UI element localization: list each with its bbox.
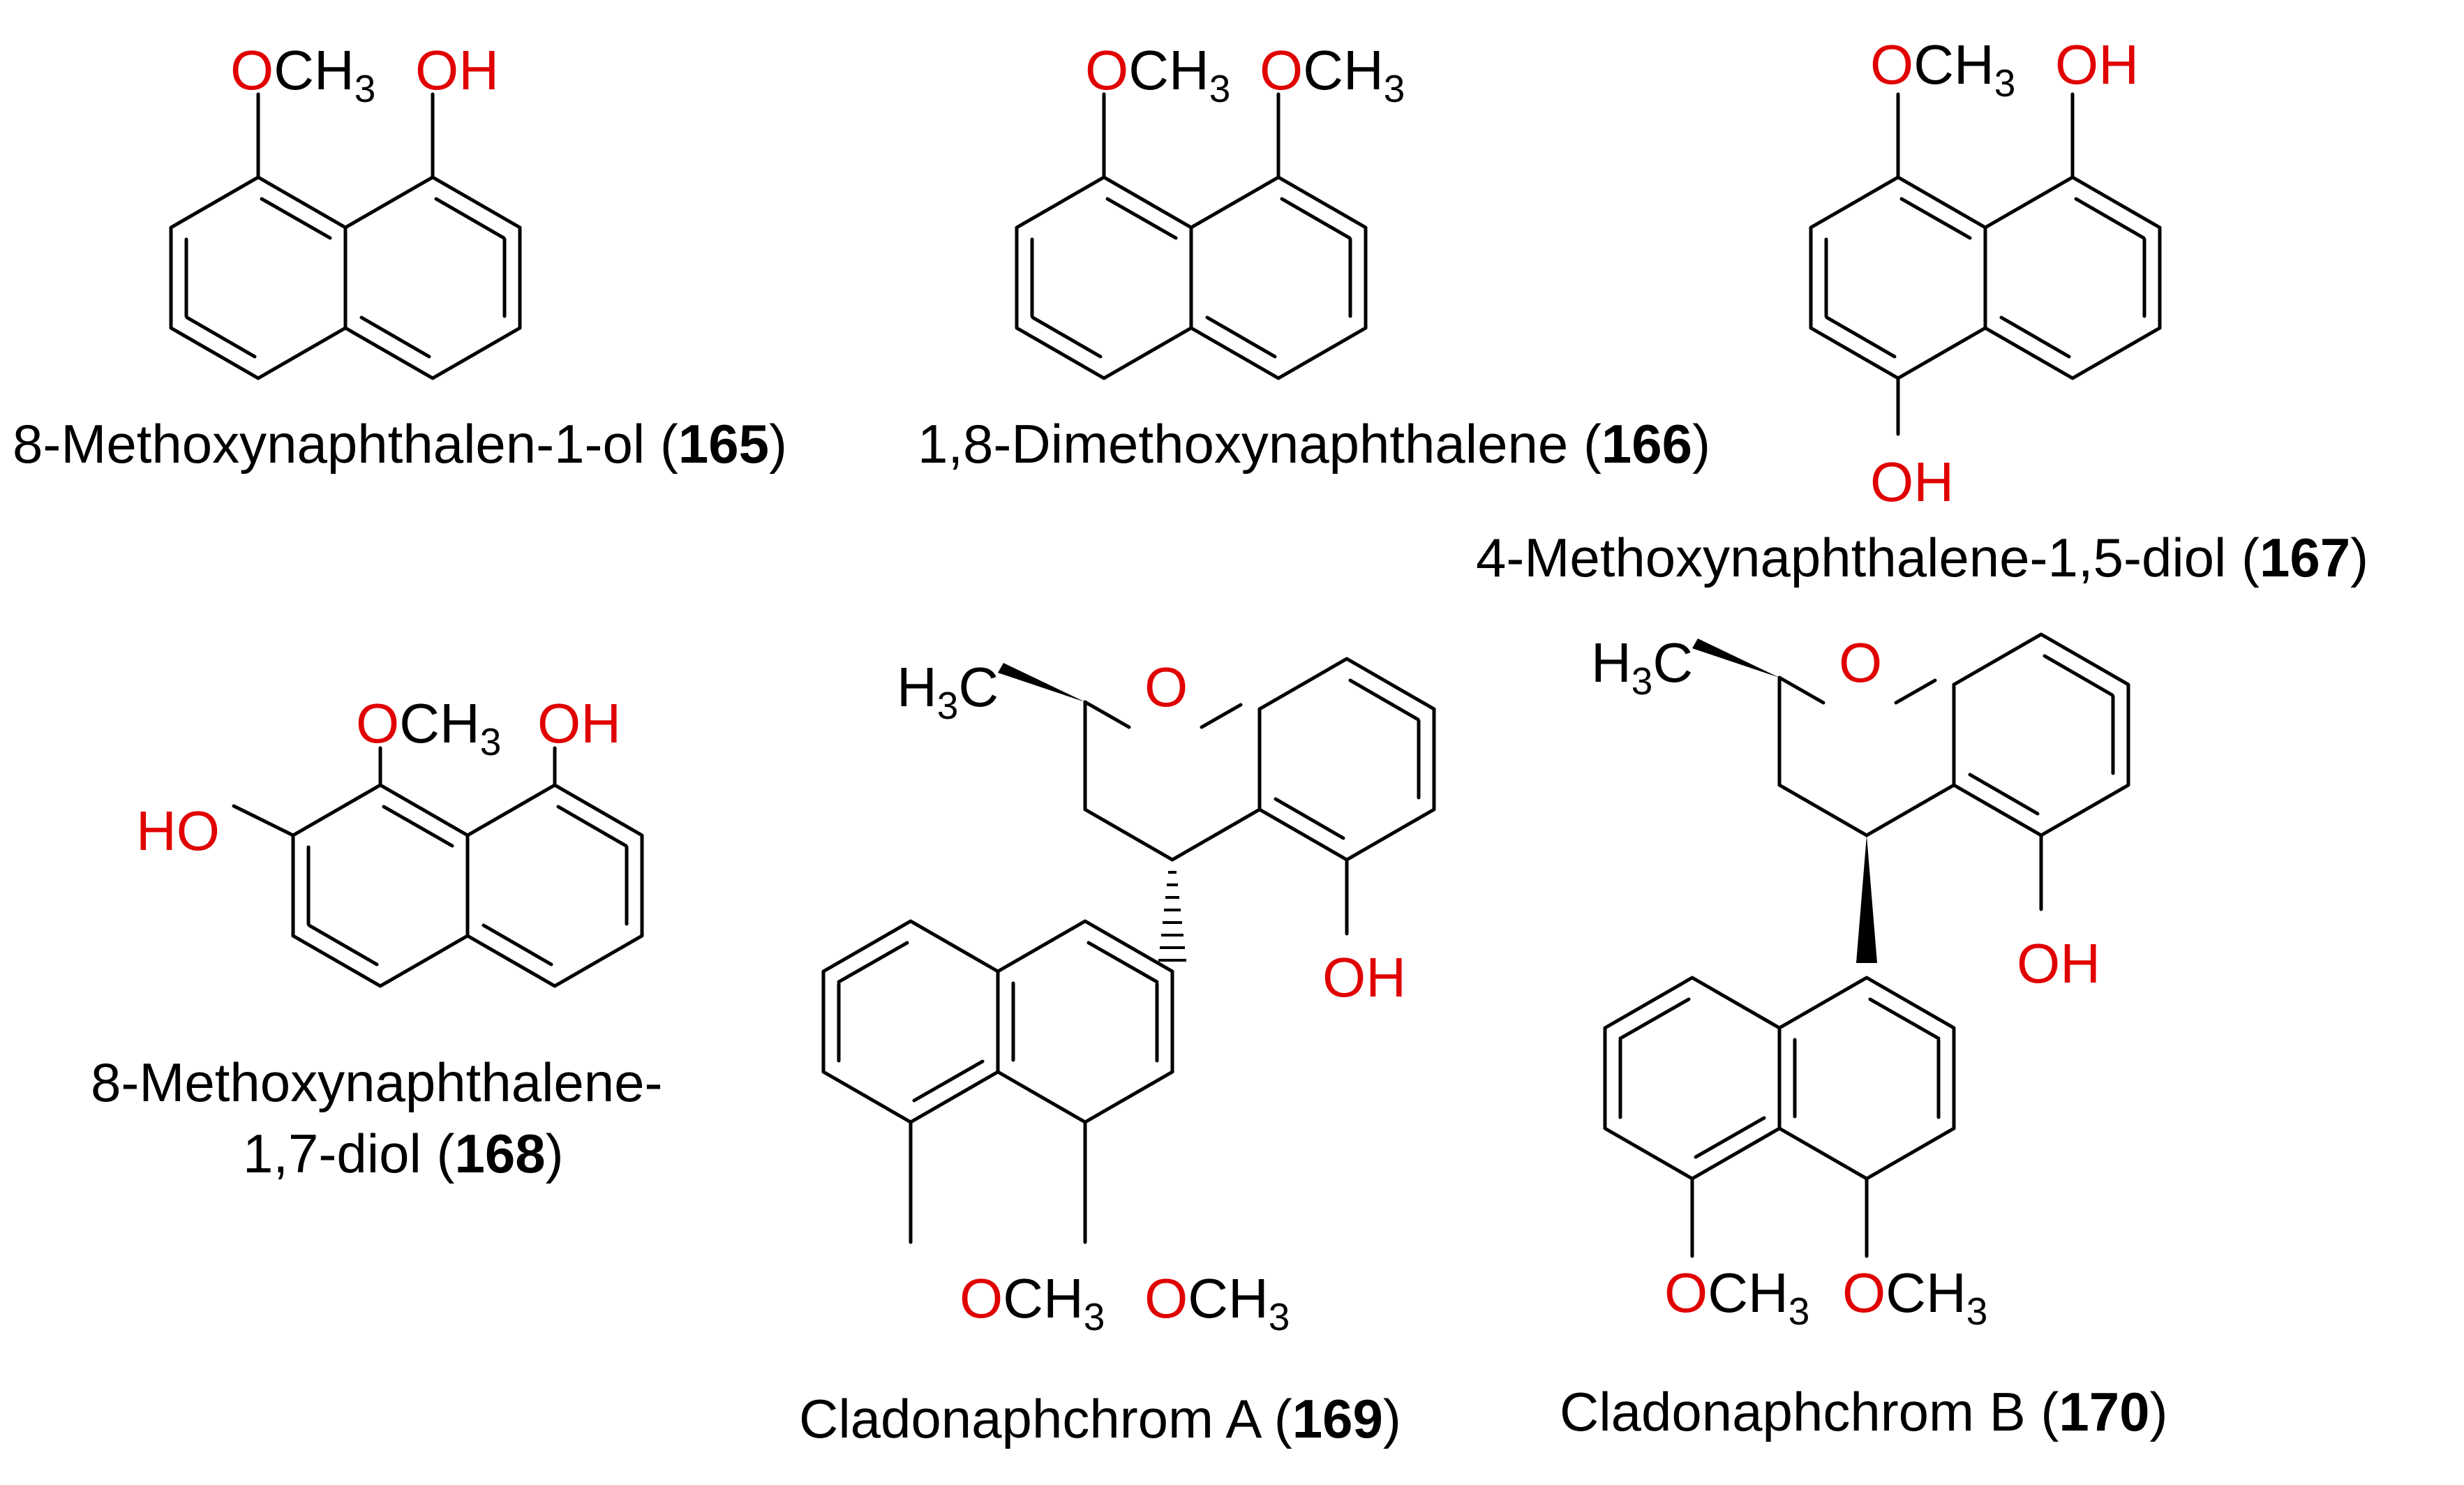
- hydroxy-label: OH: [415, 39, 499, 101]
- naphthalene-ring: [1809, 92, 2162, 436]
- methoxy-label-1: OCH3: [1085, 39, 1230, 110]
- structure-166: OCH3 OCH3 1,8-Dimethoxynaphthalene (166): [918, 39, 1710, 475]
- structure-165: OCH3 OH 8-Methoxynaphthalen-1-ol (165): [13, 39, 787, 475]
- caption-167: 4-Methoxynaphthalene-1,5-diol (167): [1476, 527, 2368, 588]
- caption-170: Cladonaphchrom B (170): [1560, 1381, 2168, 1442]
- naphthalene-ring: [232, 746, 644, 988]
- structure-167: OCH3 OH OH 4-Methoxynaphthalene-1,5-diol…: [1476, 33, 2368, 588]
- hydroxy-label-left: HO: [136, 800, 220, 862]
- hydroxy-label: OH: [1322, 946, 1406, 1008]
- methoxy-label: OCH3: [356, 692, 501, 763]
- naphthalene-ring: [169, 92, 522, 380]
- caption-169: Cladonaphchrom A (169): [799, 1388, 1401, 1449]
- hydroxy-label-top: OH: [2055, 33, 2139, 96]
- caption-165: 8-Methoxynaphthalen-1-ol (165): [13, 413, 787, 475]
- naphthyl-ring: [1603, 976, 1956, 1258]
- hashed-bond: [1158, 871, 1186, 962]
- methoxy-label-2: OCH3: [1260, 39, 1405, 110]
- caption-166: 1,8-Dimethoxynaphthalene (166): [918, 413, 1710, 475]
- methyl-label: H3C: [1591, 632, 1693, 703]
- methoxy-label-2: OCH3: [1144, 1267, 1290, 1338]
- methyl-label: H3C: [897, 656, 999, 727]
- chroman-ring: [1083, 657, 1436, 936]
- caption-168-line2: 1,7-diol (168): [243, 1123, 564, 1184]
- methoxy-label-1: OCH3: [960, 1267, 1105, 1338]
- structure-169: O H3C OH OCH3 OCH3 Cladonaphchrom A (169…: [799, 656, 1436, 1449]
- naphthalene-ring: [1015, 92, 1368, 380]
- methoxy-label: OCH3: [230, 39, 375, 110]
- hydroxy-label: OH: [537, 692, 621, 754]
- wedge-bond: [998, 663, 1085, 702]
- structure-168: OCH3 OH HO 8-Methoxynaphthalene- 1,7-dio…: [91, 692, 663, 1184]
- hydroxy-label-bottom: OH: [1870, 451, 1954, 513]
- methoxy-label-2: OCH3: [1842, 1262, 1987, 1333]
- ring-oxygen-label: O: [1839, 632, 1882, 694]
- methoxy-label: OCH3: [1870, 33, 2015, 105]
- naphthyl-ring: [821, 919, 1174, 1244]
- wedge-bond-naphthyl: [1856, 835, 1877, 963]
- structure-170: O H3C OH OCH3 OCH3 Cladonaphchrom B (170…: [1560, 632, 2168, 1442]
- methoxy-label-1: OCH3: [1664, 1262, 1809, 1333]
- chroman-ring: [1777, 632, 2130, 911]
- wedge-bond-methyl: [1692, 639, 1779, 678]
- hydroxy-label: OH: [2017, 932, 2100, 994]
- caption-168-line1: 8-Methoxynaphthalene-: [91, 1052, 663, 1113]
- ring-oxygen-label: O: [1144, 656, 1188, 718]
